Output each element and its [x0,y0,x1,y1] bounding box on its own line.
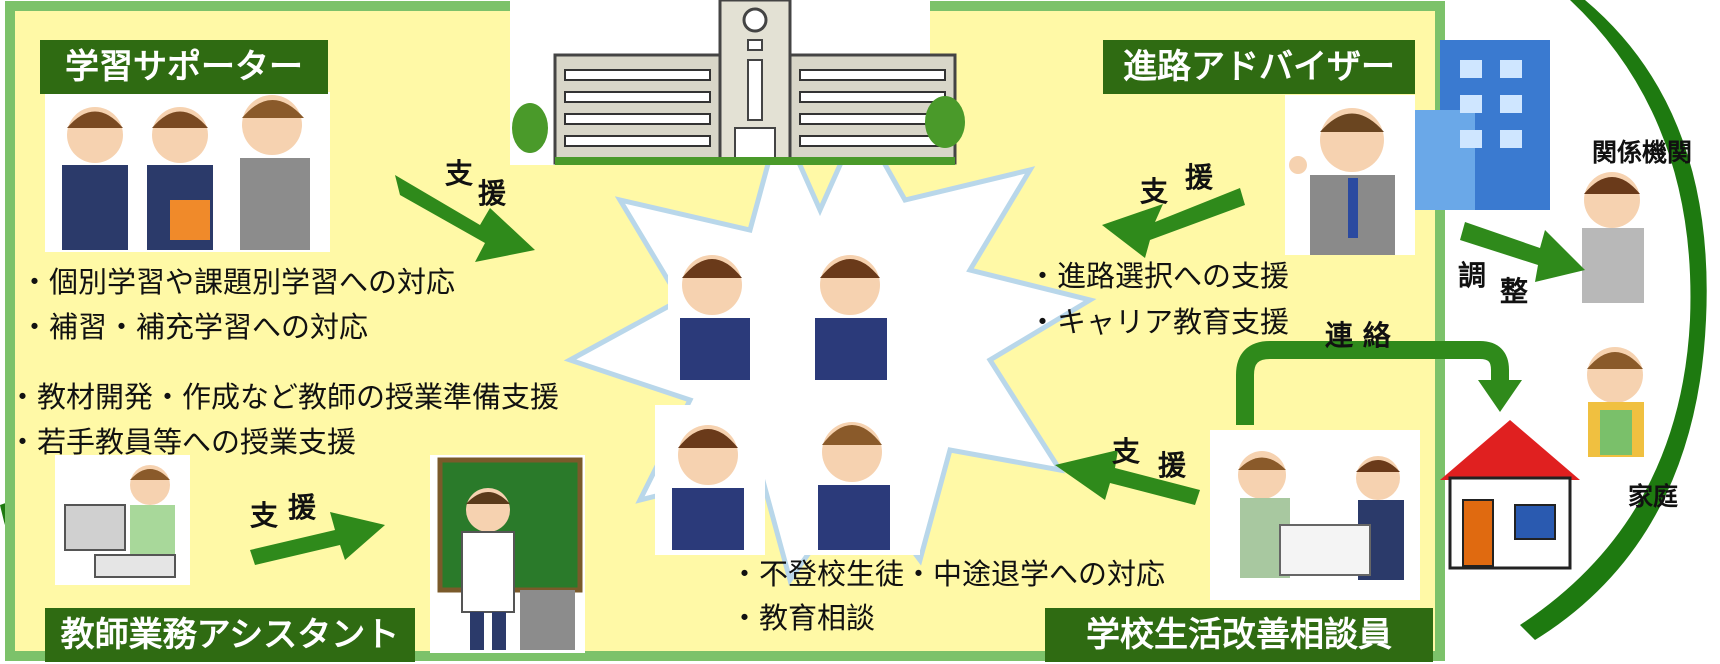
supporter-duty-2: ・補習・補充学習への対応 [20,310,369,344]
house-icon [1440,420,1580,570]
coordinate-label-1: 調 [1458,259,1487,292]
support-arrow-assistant [250,512,385,565]
office-building-icon [1415,40,1550,210]
home-label: 家庭 [1628,482,1679,511]
support-label-supporter-2: 援 [478,177,507,210]
career-adviser-label: 進路アドバイザー [1103,40,1415,94]
coordinate-label-2: 整 [1500,275,1529,308]
counseling-illustration [1210,430,1420,600]
assistant-duty-1: ・教材開発・作成など教師の授業準備支援 [8,380,560,414]
coordinate-arrow [1460,222,1585,282]
support-label-counselor-1: 支 [1112,435,1141,468]
support-label-assistant-1: 支 [250,499,279,532]
school-building-illustration [510,0,965,165]
support-label-adviser-2: 援 [1185,161,1214,194]
contact-label: 連 絡 [1325,319,1391,352]
support-label-counselor-2: 援 [1158,449,1187,482]
school-life-counselor-label: 学校生活改善相談員 [1045,608,1433,662]
counselor-duty-2: ・教育相談 [730,601,876,635]
assistant-duty-2: ・若手教員等への授業支援 [8,425,357,459]
science-teacher-illustration [430,455,585,653]
adviser-duty-1: ・進路選択への支援 [1028,259,1290,293]
support-arrow-supporter [395,175,535,262]
support-label-adviser-1: 支 [1140,175,1169,208]
support-label-supporter-1: 支 [445,157,474,190]
outer-ring-arc [1520,0,1707,640]
learning-supporter-illustration [45,92,330,252]
supporter-duty-1: ・個別学習や課題別学習への対応 [20,265,456,299]
career-adviser-illustration [1285,95,1415,255]
contact-arrow [1236,341,1522,425]
parent-illustration [1587,347,1644,457]
agencies-label: 関係機関 [1592,138,1693,167]
students-illustration [655,230,920,555]
teacher-assistant-label: 教師業務アシスタント [45,608,415,662]
support-arrow-adviser [1102,188,1245,258]
counselor-duty-1: ・不登校生徒・中途退学への対応 [730,557,1166,591]
support-arrow-counselor [1055,450,1200,505]
support-label-assistant-2: 援 [288,491,317,524]
teacher-assistant-illustration [55,455,190,585]
agency-staff-illustration [1582,172,1644,303]
adviser-duty-2: ・キャリア教育支援 [1028,305,1290,339]
learning-supporter-label: 学習サポーター [40,40,328,94]
